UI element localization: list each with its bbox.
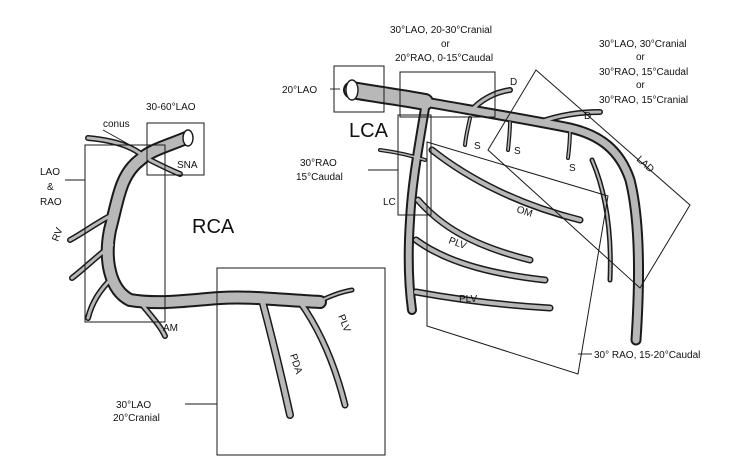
plv2 (414, 290, 552, 310)
rca-conus-outline (85, 135, 145, 158)
sna-label: SNA (177, 160, 198, 171)
s2 (507, 121, 511, 151)
lca-stub (379, 149, 426, 161)
lca-box-lc (397, 114, 432, 216)
rca-plv (298, 300, 347, 407)
rca-view-line1: 30°LAO (116, 400, 151, 411)
plv-lca-label-2: PLV (459, 294, 477, 305)
rca-view-line2: 20°Cranial (113, 413, 160, 424)
lad-diag (591, 159, 612, 281)
rca-tip (317, 289, 353, 303)
rca-rv1 (68, 210, 120, 242)
lad-view-line3: 30°RAO, 15°Cranial (599, 95, 688, 106)
leader-conus (102, 129, 131, 146)
rca-am (138, 300, 167, 338)
om-outline (428, 146, 584, 224)
s1-label: S (474, 141, 481, 152)
lcx-view-line2: 15°Caudal (296, 172, 343, 183)
lca-box-left-main (399, 71, 496, 118)
om2 (416, 198, 532, 262)
plv1 (414, 238, 547, 282)
lao-label: LAO (40, 167, 60, 178)
rca-lao-range-label: 30-60°LAO (146, 102, 196, 113)
lca-view-line1: 30°LAO, 20-30°Cranial (390, 25, 492, 36)
om (430, 148, 582, 222)
rca-main (102, 133, 325, 308)
lca-title: LCA (349, 120, 389, 142)
rca-box-distal (216, 267, 386, 456)
rca-pda (259, 297, 293, 418)
d2-label: D (584, 111, 591, 122)
lca-view-line2: 20°RAO, 0-15°Caudal (395, 53, 493, 64)
d1-label: D (510, 77, 517, 88)
lad (421, 98, 642, 344)
s2-label: S (514, 146, 521, 157)
rca-ostium (182, 129, 194, 147)
d2 (538, 110, 602, 124)
lca-box-lcx (426, 141, 609, 375)
rca-box-ostium (146, 122, 205, 176)
rca-conus (86, 136, 144, 157)
lca-box-lad (487, 69, 691, 289)
lc-label: LC (383, 197, 396, 208)
rca-plv-label: PLV (335, 313, 352, 334)
om-label: OM (515, 204, 534, 219)
s3-label: S (569, 163, 576, 174)
pda-label: PDA (287, 353, 304, 376)
rca-box-lao-rao (84, 144, 166, 323)
lad-view-line1: 30°LAO, 30°Cranial (599, 39, 687, 50)
amp-label: & (47, 182, 54, 193)
lad-view-or2: or (636, 80, 646, 91)
lca-ostium (345, 79, 359, 101)
lcx-view-line1: 30°RAO (300, 158, 337, 169)
rca-title: RCA (192, 216, 235, 238)
lao-20-label: 20°LAO (282, 85, 317, 96)
conus-label: conus (103, 119, 130, 130)
d1 (468, 88, 512, 114)
am-label: AM (163, 323, 178, 334)
lad-view-or1: or (636, 52, 646, 63)
rv-label: RV (50, 226, 65, 243)
rca-rv2 (70, 243, 114, 280)
s1 (464, 117, 471, 146)
lcx (405, 105, 428, 313)
lca-tree (343, 79, 644, 346)
lad-view-line2: 30°RAO, 15°Caudal (599, 67, 688, 78)
rao-label: RAO (40, 197, 62, 208)
lca-view-or1: or (441, 39, 451, 50)
rca-rv3 (86, 276, 114, 320)
s3 (567, 129, 571, 159)
lca-left-main (345, 83, 432, 109)
bottom-view-label: 30° RAO, 15-20°Caudal (594, 350, 700, 361)
